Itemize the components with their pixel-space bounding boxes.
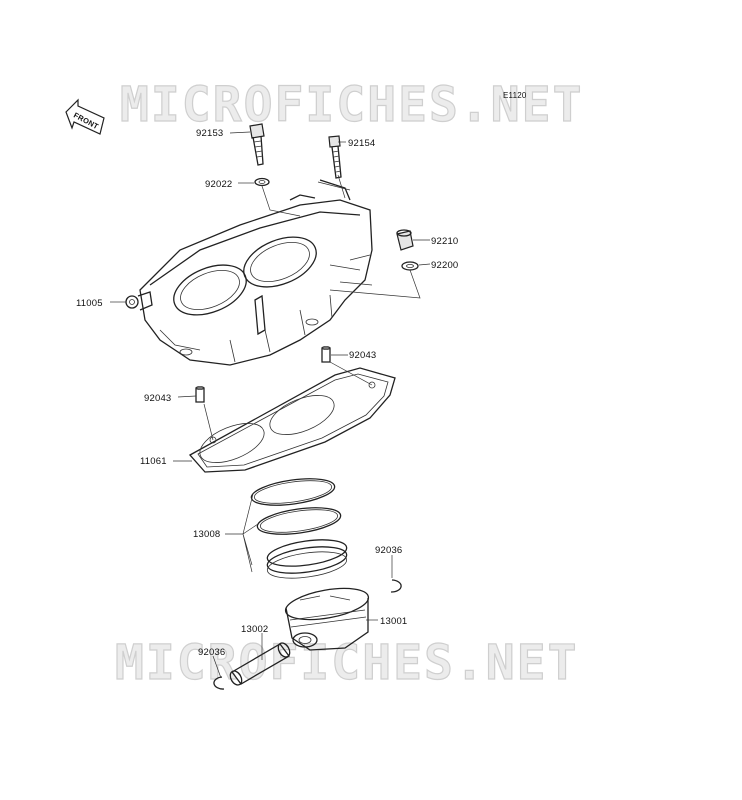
label-11005[interactable]: 11005 — [76, 298, 103, 309]
cylinder-block-11005[interactable] — [125, 179, 373, 366]
gasket-11061[interactable] — [188, 367, 396, 473]
label-92154[interactable]: 92154 — [348, 138, 375, 149]
bushing-92210[interactable] — [396, 229, 414, 251]
dowel-pin-92043-right[interactable] — [321, 345, 331, 363]
label-11061[interactable]: 11061 — [140, 456, 167, 467]
svg-text:MICROFICHES.NET: MICROFICHES.NET — [120, 77, 583, 133]
label-13001[interactable]: 13001 — [380, 616, 407, 627]
watermark-bottom: MICROFICHES.NET MICROFICHES.NET — [114, 634, 578, 691]
bolt-92153[interactable] — [249, 123, 265, 166]
washer-92022[interactable] — [254, 177, 270, 187]
piston-pin-13002[interactable] — [228, 641, 292, 687]
front-arrow-icon: FRONT — [65, 98, 105, 135]
svg-text:MICROFICHES.NET: MICROFICHES.NET — [115, 635, 578, 691]
label-92036-right[interactable]: 92036 — [375, 545, 402, 556]
watermark-top: MICROFICHES.NET MICROFICHES.NET — [119, 76, 583, 133]
label-92210[interactable]: 92210 — [431, 236, 458, 247]
label-13002[interactable]: 13002 — [241, 624, 268, 635]
piston-rings-13008[interactable] — [250, 474, 349, 582]
label-92043-left[interactable]: 92043 — [144, 393, 171, 404]
label-92200[interactable]: 92200 — [431, 260, 458, 271]
dowel-pin-92043-left[interactable] — [195, 385, 205, 403]
label-92036-left[interactable]: 92036 — [198, 647, 225, 658]
label-92043-right[interactable]: 92043 — [349, 350, 376, 361]
leader-lines — [110, 131, 431, 679]
label-92153[interactable]: 92153 — [196, 128, 223, 139]
label-13008[interactable]: 13008 — [193, 529, 220, 540]
piston-13001[interactable] — [283, 583, 371, 651]
bolt-92154[interactable] — [328, 135, 342, 179]
circlip-92036-left[interactable] — [213, 676, 225, 690]
circlip-92036-right[interactable] — [390, 579, 402, 593]
diagram-code: E1120 — [503, 91, 527, 100]
washer-92200[interactable] — [401, 261, 419, 271]
svg-text:MICROFICHES.NET: MICROFICHES.NET — [115, 635, 578, 691]
label-92022[interactable]: 92022 — [205, 179, 232, 190]
svg-text:MICROFICHES.NET: MICROFICHES.NET — [120, 77, 583, 133]
